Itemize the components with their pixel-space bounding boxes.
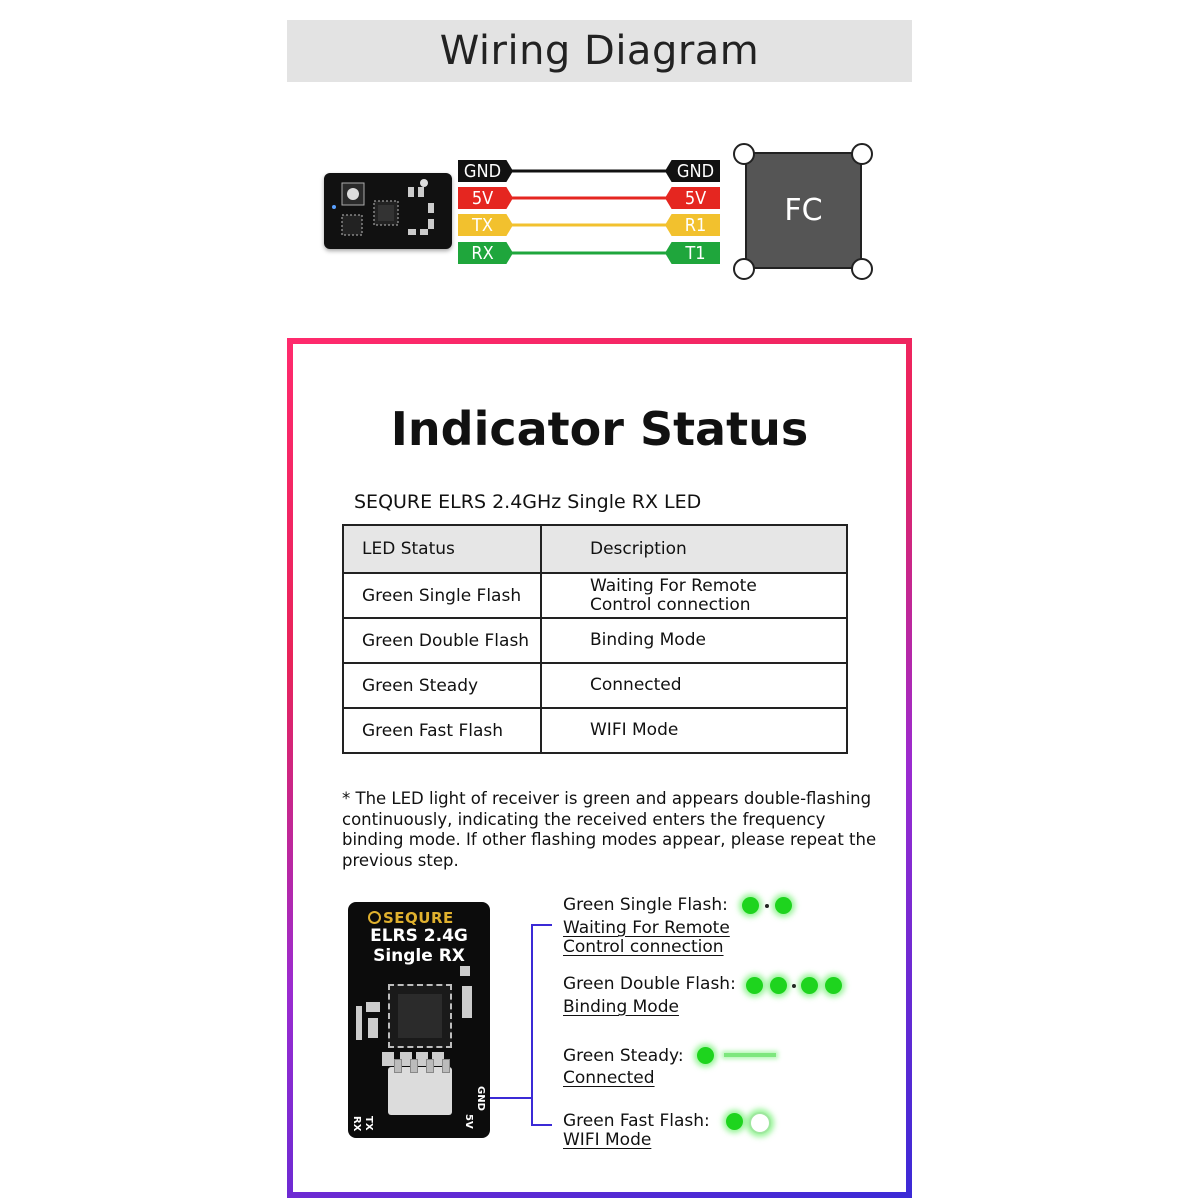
table-row: Green Steady Connected	[342, 662, 848, 709]
legend-label-double: Green Double Flash:	[563, 974, 736, 994]
led-on-icon	[801, 977, 818, 994]
led-on-icon	[775, 897, 792, 914]
connector-pin	[426, 1059, 434, 1073]
led-on-icon	[825, 977, 842, 994]
connector-pin	[394, 1059, 402, 1073]
receiver-board-image	[324, 173, 452, 249]
column-header-description: Description	[540, 524, 848, 574]
column-header-led-status: LED Status	[342, 524, 542, 574]
pcb-line-2: Single RX	[373, 946, 465, 966]
legend-desc-fast: WIFI Mode	[563, 1130, 652, 1150]
tag-5v-right: 5V	[665, 187, 720, 209]
table-row: Green Fast Flash WIFI Mode	[342, 707, 848, 754]
row-description: WIFI Mode	[540, 707, 848, 754]
wiring-diagram-title: Wiring Diagram	[439, 28, 760, 74]
row-description: Connected	[540, 662, 848, 709]
tag-5v-left: 5V	[458, 187, 513, 209]
fc-mount-hole-tr	[851, 143, 873, 165]
table-row: Green Single Flash Waiting For Remote Co…	[342, 572, 848, 619]
sequre-logo-icon	[368, 911, 381, 924]
led-on-icon	[746, 977, 763, 994]
legend-label-fast: Green Fast Flash:	[563, 1111, 710, 1131]
receiver-pin-tags: GND 5V TX RX	[458, 160, 513, 270]
receiver-board-graphic	[332, 179, 434, 236]
led-status-table: LED Status Description Green Single Flas…	[342, 524, 848, 754]
pcb-label-gnd: GND	[475, 1086, 486, 1111]
led-on-icon	[697, 1047, 714, 1064]
legend-label-single: Green Single Flash:	[563, 895, 728, 915]
table-caption: SEQURE ELRS 2.4GHz Single RX LED	[354, 491, 702, 513]
pcb-label-rx: RX	[351, 1116, 362, 1132]
pcb-label-5v: 5V	[463, 1114, 474, 1129]
pcb-brand: SEQURE	[368, 909, 454, 927]
legend-desc-single: Waiting For Remote Control connection	[563, 918, 730, 957]
legend-label-steady: Green Steady:	[563, 1046, 684, 1066]
fc-label: FC	[784, 193, 823, 228]
binding-note: * The LED light of receiver is green and…	[342, 789, 877, 870]
esp-chip-core	[398, 994, 442, 1038]
legend-desc-double: Binding Mode	[563, 997, 679, 1017]
led-on-icon	[770, 977, 787, 994]
tag-r1-right: R1	[665, 214, 720, 236]
led-on-icon	[742, 897, 759, 914]
table-row: Green Double Flash Binding Mode	[342, 617, 848, 664]
row-description-text: Waiting For Remote Control connection	[590, 575, 757, 615]
led-steady-line	[724, 1053, 776, 1057]
pin-connector	[388, 1059, 452, 1115]
row-description: Waiting For Remote Control connection	[540, 572, 848, 619]
pcb-line-1: ELRS 2.4G	[370, 926, 468, 946]
fc-mount-hole-tl	[733, 143, 755, 165]
elrs-receiver-board: SEQURE ELRS 2.4G Single RX TX RX 5V GND	[348, 902, 490, 1138]
connector-pin	[442, 1059, 450, 1073]
row-status: Green Double Flash	[342, 617, 542, 664]
led-off-icon	[749, 1112, 771, 1134]
legend-bracket	[490, 924, 552, 1126]
tag-t1-right: T1	[665, 242, 720, 264]
tag-rx-left: RX	[458, 242, 513, 264]
pcb-components	[356, 966, 472, 1066]
wiring-diagram-header: Wiring Diagram	[287, 20, 912, 82]
pcb-label-tx: TX	[363, 1116, 374, 1131]
legend-desc-steady: Connected	[563, 1068, 655, 1088]
fc-pin-tags: GND 5V R1 T1	[665, 160, 720, 270]
esp-chip	[388, 984, 452, 1048]
connector-pin	[410, 1059, 418, 1073]
wires	[500, 169, 680, 255]
separator-dot	[765, 904, 769, 908]
fc-mount-hole-br	[851, 258, 873, 280]
led-on-icon	[726, 1113, 743, 1130]
table-header-row: LED Status Description	[342, 524, 848, 574]
row-status: Green Single Flash	[342, 572, 542, 619]
tag-gnd-right: GND	[665, 160, 720, 182]
row-description: Binding Mode	[540, 617, 848, 664]
tag-gnd-left: GND	[458, 160, 513, 182]
tag-tx-left: TX	[458, 214, 513, 236]
row-status: Green Steady	[342, 662, 542, 709]
fc-mount-hole-bl	[733, 258, 755, 280]
row-status: Green Fast Flash	[342, 707, 542, 754]
pcb-brand-text: SEQURE	[383, 909, 454, 927]
flight-controller: FC	[745, 152, 862, 269]
indicator-status-title: Indicator Status	[390, 402, 809, 456]
separator-dot	[792, 984, 796, 988]
